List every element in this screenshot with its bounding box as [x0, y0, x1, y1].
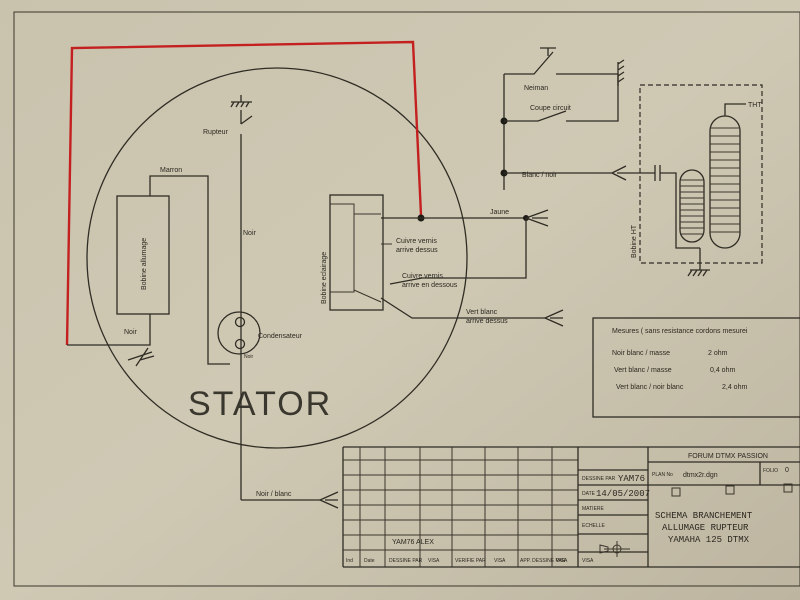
coupe-circuit-label: Coupe circuit [530, 105, 571, 112]
title-block [342, 446, 800, 568]
bobine-eclairage-label: Bobine eclairage [321, 252, 328, 304]
noir-small-label: Noir [244, 354, 254, 360]
echelle-label: ECHELLE [582, 523, 605, 529]
tht-wire [724, 103, 746, 116]
bobine-eclairage [329, 194, 384, 311]
measure-label-2: Vert blanc / masse [614, 367, 672, 374]
noir-mid-label: Noir [243, 230, 257, 237]
cuivre-dessous-label-1: Cuivre vernis [402, 273, 443, 280]
condensateur-label: Condensateur [258, 333, 303, 340]
checkbox-2 [725, 485, 735, 495]
vert-blanc-plug [544, 309, 564, 327]
noir-blanc-plug [319, 491, 339, 509]
forum-label: FORUM DTMX PASSION [688, 453, 768, 460]
jaune-plug [525, 209, 549, 227]
col-header-6: VISA [494, 558, 506, 564]
measure-value-2: 0,4 ohm [710, 367, 735, 374]
dessine-label: DESSINE PAR [582, 476, 616, 482]
cuivre-dessous-label-2: arrive en dessous [402, 282, 458, 289]
jaune-return [389, 218, 527, 285]
title-line-1: SCHEMA BRANCHEMENT [655, 511, 753, 521]
col-header-3: DESSINE PAR [389, 558, 423, 564]
cuivre-dessus-label-1: Cuivre vernis [396, 238, 437, 245]
dessine-value: YAM76 [618, 474, 645, 484]
col-header-9: VISA [582, 558, 594, 564]
checkbox-3 [783, 483, 793, 493]
plan-label: PLAN No [652, 472, 673, 478]
red-ignition-wire [65, 40, 423, 346]
col-header-1: Ind [346, 558, 353, 564]
blanc-noir-label: Blanc / noir [522, 172, 558, 179]
vert-blanc-label-1: Vert blanc [466, 309, 498, 316]
blanc-noir-plug [611, 165, 627, 181]
matiere-label: MATIERE [582, 506, 605, 512]
title-line-3: YAMAHA 125 DTMX [668, 535, 750, 545]
vert-blanc-wire [380, 297, 545, 319]
date-value: 14/05/2007 [596, 489, 650, 499]
condensateur [217, 311, 261, 355]
bobine-ht-label: Bobine HT [631, 224, 638, 258]
bobine-eclairage-windings [330, 203, 382, 303]
ground-mark-left [127, 347, 155, 367]
measures-box [592, 317, 800, 418]
cuivre-dessus-label-2: arrive dessus [396, 247, 438, 254]
folio-label: FOLIO [763, 468, 778, 474]
jaune-label: Jaune [490, 209, 509, 216]
vert-blanc-label-2: arrive dessus [466, 318, 508, 325]
ground-symbol-right [617, 59, 625, 86]
sheet-border [13, 11, 800, 587]
projection-symbol-icon [599, 541, 630, 557]
plan-value: dtmx2r.dgn [683, 472, 718, 479]
folio-value: 0 [785, 467, 789, 474]
bobine-ht-box [639, 84, 763, 264]
noir-left-label: Noir [124, 329, 138, 336]
stator-label: STATOR [188, 385, 332, 423]
noir-wire-left [67, 314, 151, 346]
rupteur-label: Rupteur [203, 129, 229, 136]
marron-label: Marron [160, 167, 182, 174]
bobine-ht-primary [679, 169, 705, 243]
noir-blanc-label: Noir / blanc [256, 491, 292, 498]
bobine-allumage-label: Bobine allumage [141, 238, 148, 290]
measure-label-3: Vert blanc / noir blanc [616, 384, 684, 391]
neiman-label: Neiman [524, 85, 548, 92]
measure-value-1: 2 ohm [708, 350, 728, 357]
bobine-ht-input [626, 165, 700, 249]
col-header-8: VISA [556, 558, 568, 564]
tht-label: THT [748, 102, 762, 109]
stator-circle [86, 67, 468, 449]
col-header-2: Date [364, 558, 375, 564]
measure-label-1: Noir blanc / masse [612, 350, 670, 357]
neiman-switch [504, 47, 619, 100]
measure-value-3: 2,4 ohm [722, 384, 747, 391]
date-label: DATE [582, 491, 596, 497]
bobine-ht-ground [687, 248, 710, 277]
checkbox-1 [671, 487, 681, 497]
bobine-allumage [116, 195, 170, 315]
col-header-4: VISA [428, 558, 440, 564]
measures-title: Mesures ( sans resistance cordons mesure… [612, 328, 748, 335]
condensateur-terminal-top [234, 316, 246, 328]
col-header-5: VERIFIE PAR [455, 558, 486, 564]
coupe-circuit-switch [504, 100, 619, 122]
rev-value: YAM76 ALEX [392, 539, 434, 546]
ground-symbol-top [230, 95, 252, 108]
condensateur-terminal-bottom [234, 338, 246, 350]
marron-wire [149, 175, 230, 365]
col-header-7: APP. DESSINE PAR [520, 558, 566, 564]
title-line-2: ALLUMAGE RUPTEUR [662, 523, 749, 533]
